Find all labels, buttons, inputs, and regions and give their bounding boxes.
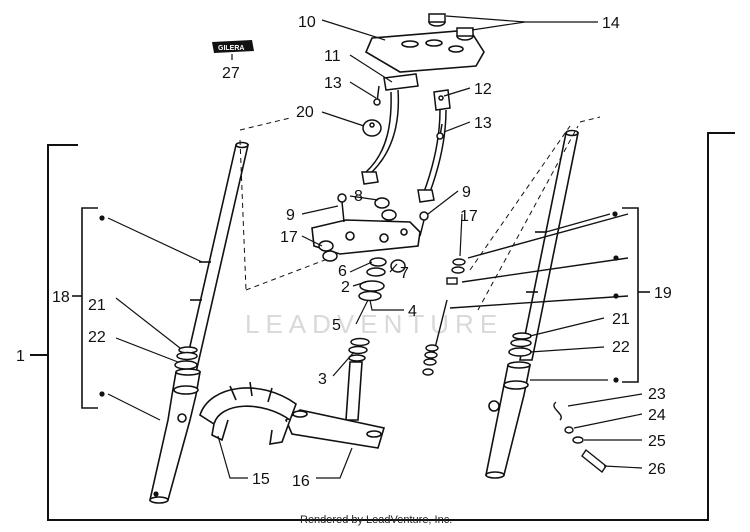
label-5: 5 [332, 317, 341, 334]
label-24: 24 [648, 407, 666, 424]
label-21b: 21 [612, 311, 630, 328]
watermark: LEADVENTURE [245, 309, 503, 339]
left-seals [174, 346, 198, 370]
label-23: 23 [648, 386, 666, 403]
bracket-group-18 [72, 207, 98, 409]
label-3: 3 [318, 371, 327, 388]
leader-lines [107, 15, 643, 479]
label-2: 2 [341, 279, 350, 296]
label-8: 8 [354, 188, 363, 205]
label-9a: 9 [286, 207, 295, 224]
label-19: 19 [654, 285, 672, 302]
front-mudguard [199, 381, 297, 445]
right-seals [508, 332, 532, 357]
phantom-lines [239, 116, 601, 311]
label-17a: 17 [280, 229, 298, 246]
label-13a: 13 [324, 75, 342, 92]
cap-20 [362, 119, 382, 137]
label-10: 10 [298, 14, 316, 31]
label-22b: 22 [612, 339, 630, 356]
bracket-group-19 [622, 207, 650, 383]
fork-internal-parts [422, 213, 629, 376]
label-21a: 21 [88, 297, 106, 314]
right-fork-tube [519, 129, 579, 361]
bracket-group-1 [30, 132, 735, 521]
right-fork-slider [485, 361, 531, 479]
label-17b: 17 [460, 208, 478, 225]
label-27: 27 [222, 65, 240, 82]
top-plate [311, 219, 421, 255]
label-7: 7 [400, 265, 409, 282]
plate-fasteners [318, 193, 429, 273]
label-1: 1 [16, 348, 25, 365]
steering-stem [285, 361, 386, 449]
label-22a: 22 [88, 329, 106, 346]
label-25: 25 [648, 433, 666, 450]
left-fork-slider [149, 368, 201, 504]
label-14: 14 [602, 15, 620, 32]
label-26: 26 [648, 461, 666, 478]
label-18: 18 [52, 289, 70, 306]
cable-brackets [383, 73, 451, 111]
screws-13 [373, 85, 444, 140]
cable-ends [361, 171, 435, 203]
label-9b: 9 [462, 184, 471, 201]
small-parts-right [553, 401, 607, 474]
render-credit: Rendered by LeadVenture, Inc. [300, 514, 452, 526]
svg-text:GILERA: GILERA [218, 45, 244, 52]
part-labels: 10 14 27 11 12 13 13 20 8 9 9 17 17 6 7 … [16, 14, 672, 490]
label-13b: 13 [474, 115, 492, 132]
handlebar-knobs [428, 13, 474, 41]
label-20: 20 [296, 104, 314, 121]
label-4: 4 [408, 303, 417, 320]
label-16: 16 [292, 473, 310, 490]
label-12: 12 [474, 81, 492, 98]
gilera-logo: GILERA [212, 40, 254, 53]
handlebar-cover [364, 29, 485, 73]
label-11: 11 [324, 48, 341, 65]
label-6: 6 [338, 263, 347, 280]
brake-cables [365, 89, 447, 193]
label-15: 15 [252, 471, 270, 488]
